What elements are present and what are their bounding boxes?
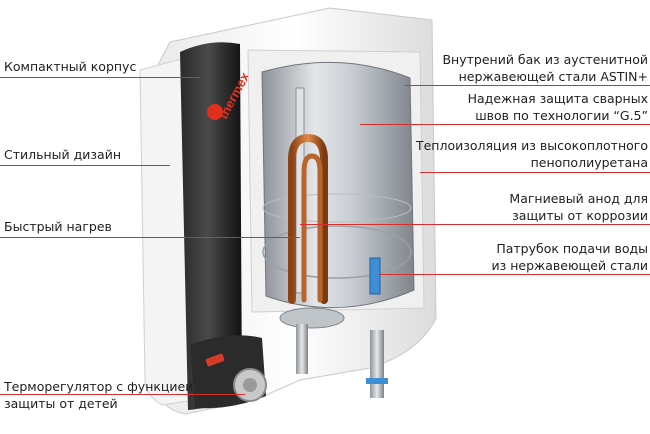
label-water-inlet-line1: Патрубок подачи воды [496, 241, 648, 256]
label-thermostat-line1: Терморегулятор с функцией [4, 379, 194, 394]
label-magnesium-anode: Магниевый анод для защиты от коррозии [509, 190, 648, 224]
callout-line-fast-heating [0, 237, 300, 238]
black-front-panel [180, 42, 242, 410]
label-insulation: Теплоизоляция из высокоплотного пенополи… [416, 137, 648, 171]
label-inner-tank-line1: Внутрений бак из аустенитной [442, 52, 648, 67]
callout-line-inner-tank [405, 85, 650, 86]
label-stylish-design-text: Стильный дизайн [4, 147, 121, 162]
flange [279, 307, 345, 329]
inlet-pipe [370, 330, 384, 398]
callout-line-insulation [420, 172, 650, 173]
label-weld-protection: Надежная защита сварных швов по технолог… [468, 90, 648, 124]
label-thermostat-line2: защиты от детей [4, 396, 118, 411]
label-compact-body: Компактный корпус [4, 58, 136, 75]
label-weld-protection-line1: Надежная защита сварных [467, 91, 648, 106]
label-fast-heating: Быстрый нагрев [4, 218, 112, 235]
label-fast-heating-text: Быстрый нагрев [4, 219, 112, 234]
callout-line-stylish-design [0, 165, 170, 166]
heating-element [288, 133, 328, 304]
brand-logo-mark [207, 104, 223, 120]
callout-line-water-inlet [380, 274, 650, 275]
label-inner-tank: Внутрений бак из аустенитной нержавеющей… [442, 51, 648, 85]
label-insulation-line1: Теплоизоляция из высокоплотного [415, 138, 648, 153]
label-thermostat: Терморегулятор с функцией защиты от дете… [4, 378, 193, 412]
label-magnesium-anode-line1: Магниевый анод для [509, 191, 648, 206]
label-weld-protection-line2: швов по технологии “G.5” [475, 108, 648, 123]
label-magnesium-anode-line2: защиты от коррозии [512, 208, 648, 223]
label-water-inlet-line2: из нержавеющей стали [491, 258, 648, 273]
label-compact-body-text: Компактный корпус [4, 59, 137, 74]
label-insulation-line2: пенополиуретана [530, 155, 648, 170]
outlet-pipe [296, 324, 308, 374]
callout-line-weld-protection [360, 124, 650, 125]
side-panel [139, 57, 196, 406]
callout-line-thermostat [0, 394, 245, 395]
label-inner-tank-line2: нержавеющей стали ASTIN+ [458, 69, 648, 84]
callout-line-magnesium-anode [300, 224, 650, 225]
label-water-inlet: Патрубок подачи воды из нержавеющей стал… [491, 240, 648, 274]
label-stylish-design: Стильный дизайн [4, 146, 121, 163]
callout-line-compact-body [0, 77, 200, 78]
water-inlet-tube [369, 257, 381, 295]
